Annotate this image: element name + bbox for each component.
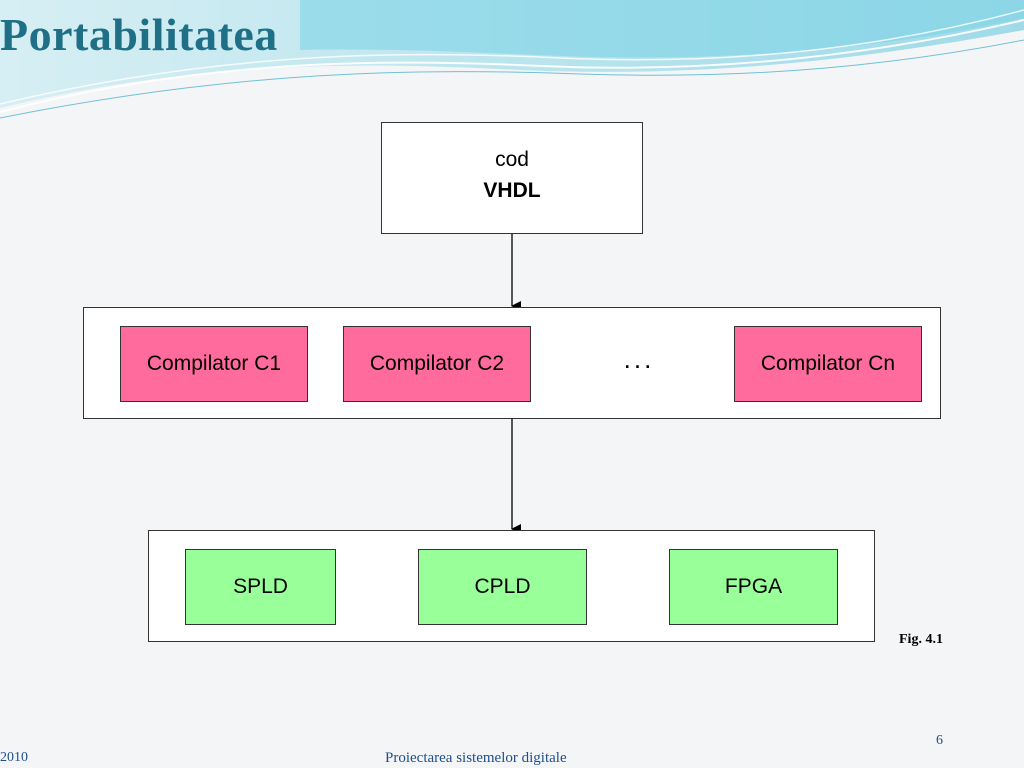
vhdl-source-box: cod VHDL (381, 122, 643, 234)
target-box-cpld: CPLD (418, 549, 587, 625)
source-line-2: VHDL (483, 179, 541, 202)
figure-label: Fig. 4.1 (899, 632, 943, 647)
footer-year: 2010 (0, 750, 28, 765)
target-box-spld: SPLD (185, 549, 336, 625)
compiler-box-c1: Compilator C1 (120, 326, 308, 402)
target-box-fpga: FPGA (669, 549, 838, 625)
slide-title: Portabilitatea (0, 9, 278, 60)
compiler-box-cn: Compilator Cn (734, 326, 922, 402)
footer-course: Proiectarea sistemelor digitale (385, 750, 567, 766)
page-number: 6 (936, 733, 943, 748)
compilers-ellipsis: ... (623, 344, 655, 374)
header-wave-decoration (0, 0, 1024, 119)
source-line-1: cod (495, 148, 529, 171)
compiler-box-c2: Compilator C2 (343, 326, 531, 402)
